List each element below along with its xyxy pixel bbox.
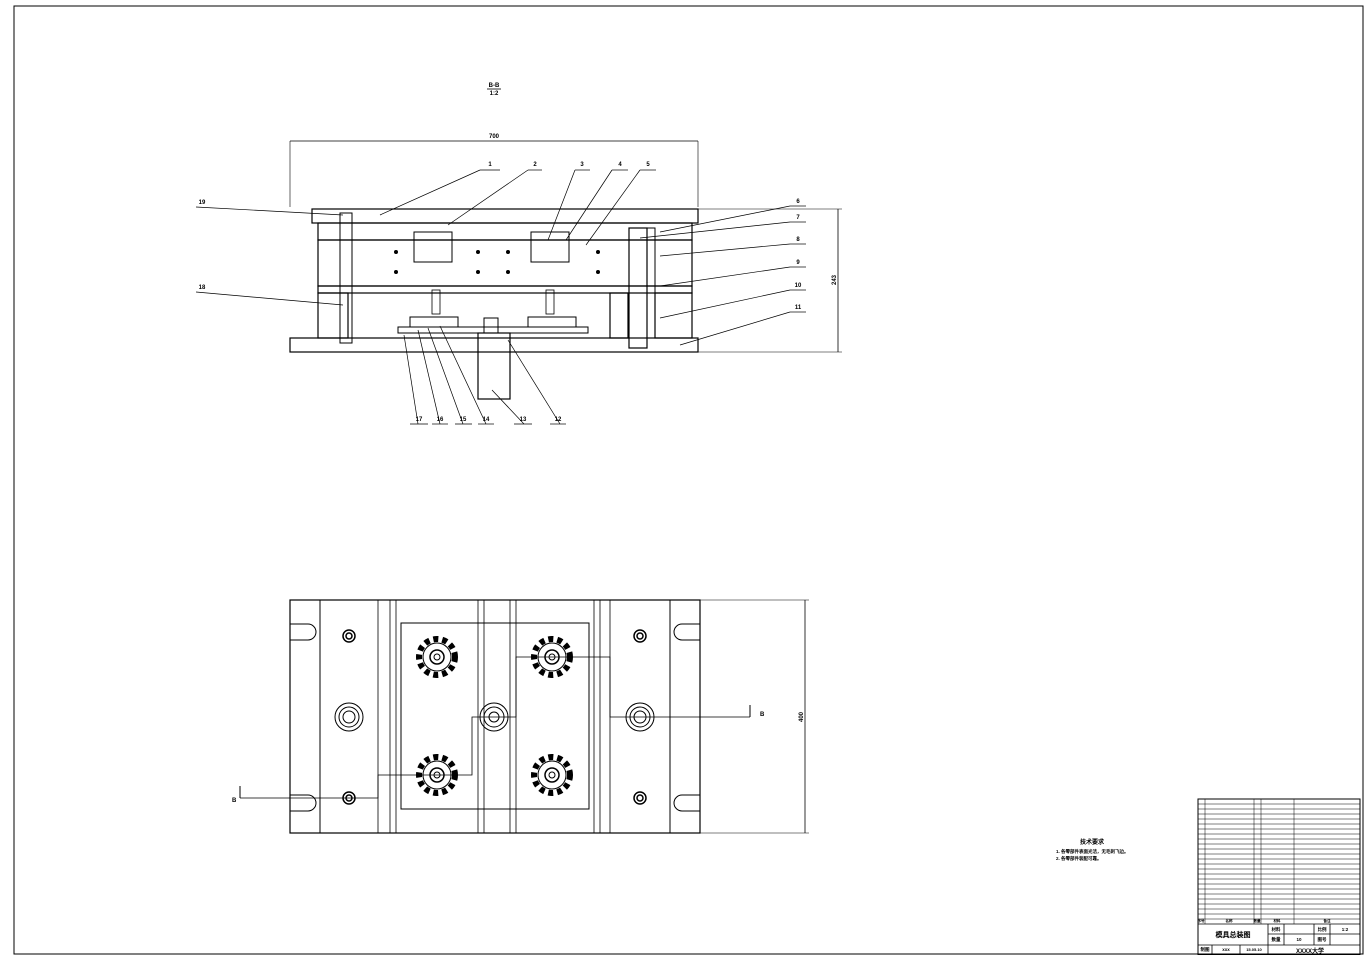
drafter-name: xxx bbox=[1222, 947, 1230, 952]
drawing-name: 模具总装图 bbox=[1216, 930, 1251, 939]
scale-label: 比例 bbox=[1318, 926, 1327, 933]
callout-2: 2 bbox=[533, 162, 537, 168]
callout-8: 8 bbox=[796, 237, 800, 243]
callout-16: 16 bbox=[437, 417, 444, 423]
quantity-value: 10 bbox=[1296, 937, 1302, 942]
bom-header-remark: 备注 bbox=[1323, 918, 1332, 923]
callout-18: 18 bbox=[199, 285, 206, 291]
callout-17: 17 bbox=[416, 417, 423, 423]
section-mark-left: B bbox=[232, 798, 237, 804]
dimension-height-plan: 400 bbox=[799, 711, 805, 722]
callout-3: 3 bbox=[580, 162, 584, 168]
callout-9: 9 bbox=[796, 260, 800, 266]
callout-7: 7 bbox=[796, 215, 800, 221]
drafter-label: 制图 bbox=[1201, 946, 1210, 953]
callout-6: 6 bbox=[796, 199, 800, 205]
callout-5: 5 bbox=[646, 162, 650, 168]
bom-header-no: 序号 bbox=[1197, 918, 1206, 923]
callout-10: 10 bbox=[795, 283, 802, 289]
callout-12: 12 bbox=[555, 417, 562, 423]
callout-15: 15 bbox=[460, 417, 467, 423]
gear-part-4 bbox=[531, 754, 573, 796]
quantity-label: 数量 bbox=[1272, 936, 1281, 943]
drawing-frame bbox=[13, 5, 1364, 955]
callout-19: 19 bbox=[199, 200, 206, 206]
callout-4: 4 bbox=[618, 162, 622, 168]
sheet-label: 图号 bbox=[1318, 936, 1327, 943]
dimension-height-section: 243 bbox=[832, 274, 838, 285]
bom-header-name: 名称 bbox=[1226, 918, 1234, 923]
callout-1: 1 bbox=[488, 162, 492, 168]
school-name: XXXX大学 bbox=[1296, 947, 1324, 955]
section-mark-right: B bbox=[760, 712, 765, 718]
plan-view: B B 400 bbox=[232, 599, 809, 834]
section-scale: 1:2 bbox=[490, 91, 499, 97]
tech-requirements-title: 技术要求 bbox=[1080, 838, 1105, 846]
tech-requirement-1: 1. 各零部件表面光洁，无毛刺飞边。 bbox=[1056, 848, 1129, 855]
bom-header-qty: 数量 bbox=[1253, 918, 1262, 923]
material-label: 材料 bbox=[1272, 926, 1281, 933]
section-label: B-B bbox=[489, 83, 500, 89]
callout-13: 13 bbox=[520, 417, 527, 423]
section-view: 700 bbox=[195, 134, 842, 425]
callout-11: 11 bbox=[795, 305, 802, 311]
callout-14: 14 bbox=[483, 417, 490, 423]
title-block: 序号 名称 数量 材料 备注 模具总装图 材料 比例 1:2 数量 10 图号 … bbox=[1197, 798, 1361, 955]
gear-part-1 bbox=[416, 636, 458, 678]
bom-header-material: 材料 bbox=[1273, 918, 1282, 923]
dimension-width: 700 bbox=[489, 134, 500, 140]
tech-requirement-2: 2. 各零部件装配可靠。 bbox=[1056, 855, 1102, 862]
scale-value: 1:2 bbox=[1342, 927, 1349, 932]
drawing-date: 15.05.10 bbox=[1246, 947, 1262, 952]
